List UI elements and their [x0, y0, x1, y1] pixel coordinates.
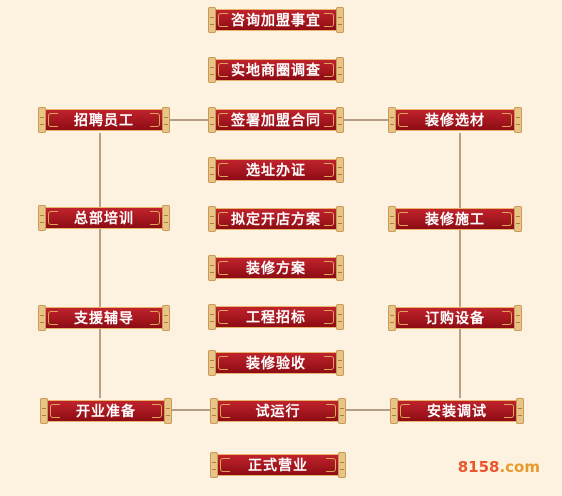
step-label: 装修施工: [425, 212, 485, 228]
step-label: 选址办证: [246, 163, 306, 179]
step-construction: 装修施工: [388, 206, 522, 232]
step-label: 招聘员工: [74, 113, 134, 129]
step-site-survey: 实地商圈调查: [208, 57, 344, 83]
watermark-logo: 8158.com: [458, 458, 540, 476]
step-support-guidance: 支援辅导: [38, 305, 170, 331]
step-label: 咨询加盟事宜: [231, 13, 321, 29]
step-install-debug: 安装调试: [390, 398, 524, 424]
watermark-number: 8158: [457, 458, 500, 476]
watermark-suffix: .com: [499, 458, 540, 476]
step-label: 安装调试: [427, 404, 487, 420]
step-label: 实地商圈调查: [231, 63, 321, 79]
step-hq-training: 总部培训: [38, 205, 170, 231]
step-site-license: 选址办证: [208, 157, 344, 183]
step-label: 开业准备: [76, 404, 136, 420]
step-label: 装修验收: [246, 356, 306, 372]
step-official-opening: 正式营业: [210, 452, 346, 478]
step-label: 工程招标: [246, 310, 306, 326]
step-label: 装修方案: [246, 261, 306, 277]
step-opening-plan: 拟定开店方案: [208, 206, 344, 232]
step-order-equipment: 订购设备: [388, 305, 522, 331]
step-label: 正式营业: [248, 458, 308, 474]
step-materials: 装修选材: [388, 107, 522, 133]
step-label: 总部培训: [74, 211, 134, 227]
step-label: 拟定开店方案: [231, 212, 321, 228]
step-label: 装修选材: [425, 113, 485, 129]
step-label: 试运行: [255, 404, 301, 420]
step-sign-contract: 签署加盟合同: [208, 107, 344, 133]
step-label: 订购设备: [425, 311, 485, 327]
step-renovation-plan: 装修方案: [208, 255, 344, 281]
step-trial-run: 试运行: [210, 398, 346, 424]
step-label: 签署加盟合同: [231, 113, 321, 129]
step-opening-prep: 开业准备: [40, 398, 172, 424]
step-consult: 咨询加盟事宜: [208, 7, 344, 33]
step-renovation-acceptance: 装修验收: [208, 350, 344, 376]
step-tender: 工程招标: [208, 304, 344, 330]
step-recruit-staff: 招聘员工: [38, 107, 170, 133]
step-label: 支援辅导: [74, 311, 134, 327]
